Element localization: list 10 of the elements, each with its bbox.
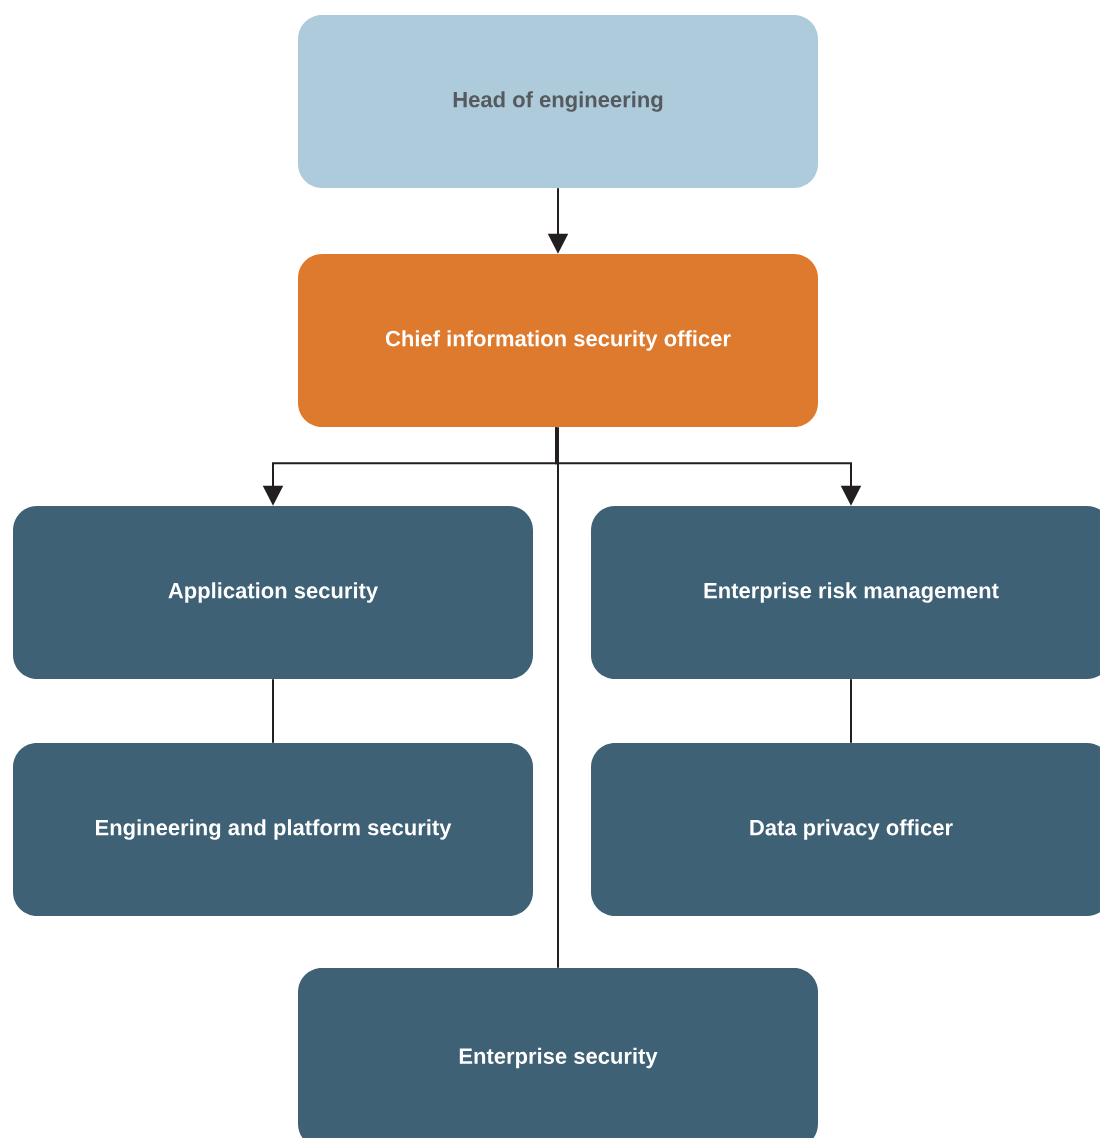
- org-box: Enterprise risk management: [591, 506, 1100, 679]
- connector: [850, 678, 852, 744]
- org-box: Enterprise security: [298, 968, 818, 1138]
- connector: [272, 678, 274, 744]
- org-box: Data privacy officer: [591, 743, 1100, 916]
- org-box: Engineering and platform security: [13, 743, 533, 916]
- org-box: Chief information security officer: [298, 254, 818, 427]
- org-box: Application security: [13, 506, 533, 679]
- connector: [557, 426, 559, 969]
- org-box: Head of engineering: [298, 15, 818, 188]
